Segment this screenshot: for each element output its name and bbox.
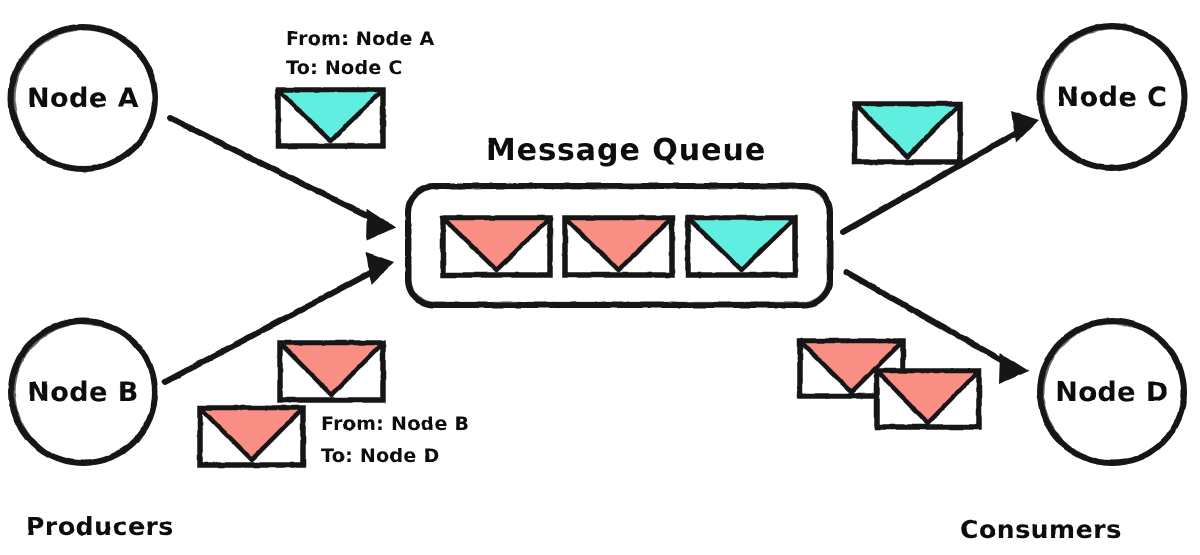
envelope-flap-cyan [685, 215, 798, 273]
arrows-group [162, 111, 1039, 385]
annotation-to-line: To: Node D [321, 445, 440, 467]
annotation-envelope-red-upper[interactable] [277, 340, 386, 403]
node-c-circle-overstroke [1041, 26, 1185, 170]
node-c-inbox [852, 101, 963, 165]
annotation-envelope-red-lower[interactable] [197, 405, 306, 468]
consumers-section-label: Consumers [960, 515, 1122, 544]
queue-message-0[interactable] [440, 215, 553, 278]
message-queue[interactable]: Message Queue [405, 133, 833, 308]
consumers-group: Node C Node D [1037, 23, 1187, 466]
node-c[interactable]: Node C [1037, 23, 1187, 171]
arrow-node-a-to-queue-head [366, 209, 396, 240]
annotation-msg-b-to-d: From: Node B To: Node D [197, 340, 469, 468]
arrow-node-b-to-queue [162, 252, 394, 385]
message-queue-container-overstroke [408, 186, 830, 305]
envelope-flap-red [197, 405, 306, 463]
inbox-envelope-cyan[interactable] [852, 101, 963, 165]
node-a-circle-overstroke [12, 27, 156, 171]
envelope-flap-red [440, 215, 553, 273]
node-d-inbox [797, 338, 982, 430]
node-c-label: Node C [1057, 82, 1168, 113]
annotation-envelope-cyan[interactable] [275, 87, 386, 149]
arrow-queue-to-node-c-head [1011, 111, 1039, 143]
node-b[interactable]: Node B [8, 318, 158, 466]
node-d-label: Node D [1055, 377, 1169, 408]
annotation-from-line: From: Node A [286, 28, 435, 50]
inbox-envelope-red-front[interactable] [874, 368, 982, 430]
envelope-flap-red [562, 215, 675, 273]
producers-section-label: Producers [26, 512, 174, 541]
node-a-label: Node A [27, 83, 139, 114]
arrow-queue-to-node-d [843, 269, 1029, 384]
envelope-flap-cyan [852, 101, 963, 160]
arrow-node-b-to-queue-head [366, 252, 394, 285]
arrow-queue-to-node-d-head [999, 353, 1029, 384]
arrow-node-a-to-queue-line [167, 115, 381, 224]
node-d-circle-overstroke [1041, 321, 1185, 465]
producers-group: Node A Node B [8, 24, 158, 466]
arrow-queue-to-node-c [840, 111, 1039, 235]
message-queue-title: Message Queue [486, 133, 766, 168]
annotation-to-line: To: Node C [286, 57, 403, 79]
annotation-msg-a-to-c: From: Node A To: Node C [275, 28, 435, 149]
arrow-node-b-to-queue-line [162, 267, 379, 385]
envelope-flap-red [797, 338, 906, 395]
annotation-from-line: From: Node B [321, 413, 469, 435]
queue-message-1[interactable] [562, 215, 675, 278]
node-a[interactable]: Node A [8, 24, 158, 172]
arrow-queue-to-node-c-line [840, 127, 1025, 235]
node-b-label: Node B [27, 377, 139, 408]
queue-message-2[interactable] [685, 215, 798, 278]
arrow-node-a-to-queue [167, 115, 396, 240]
envelope-flap-red [874, 368, 982, 426]
message-queue-container [405, 183, 833, 308]
node-b-circle-overstroke [12, 321, 156, 465]
envelope-flap-red [277, 340, 386, 398]
arrow-queue-to-node-d-line [843, 269, 1013, 368]
envelope-flap-cyan [275, 87, 386, 144]
node-d[interactable]: Node D [1037, 318, 1187, 466]
